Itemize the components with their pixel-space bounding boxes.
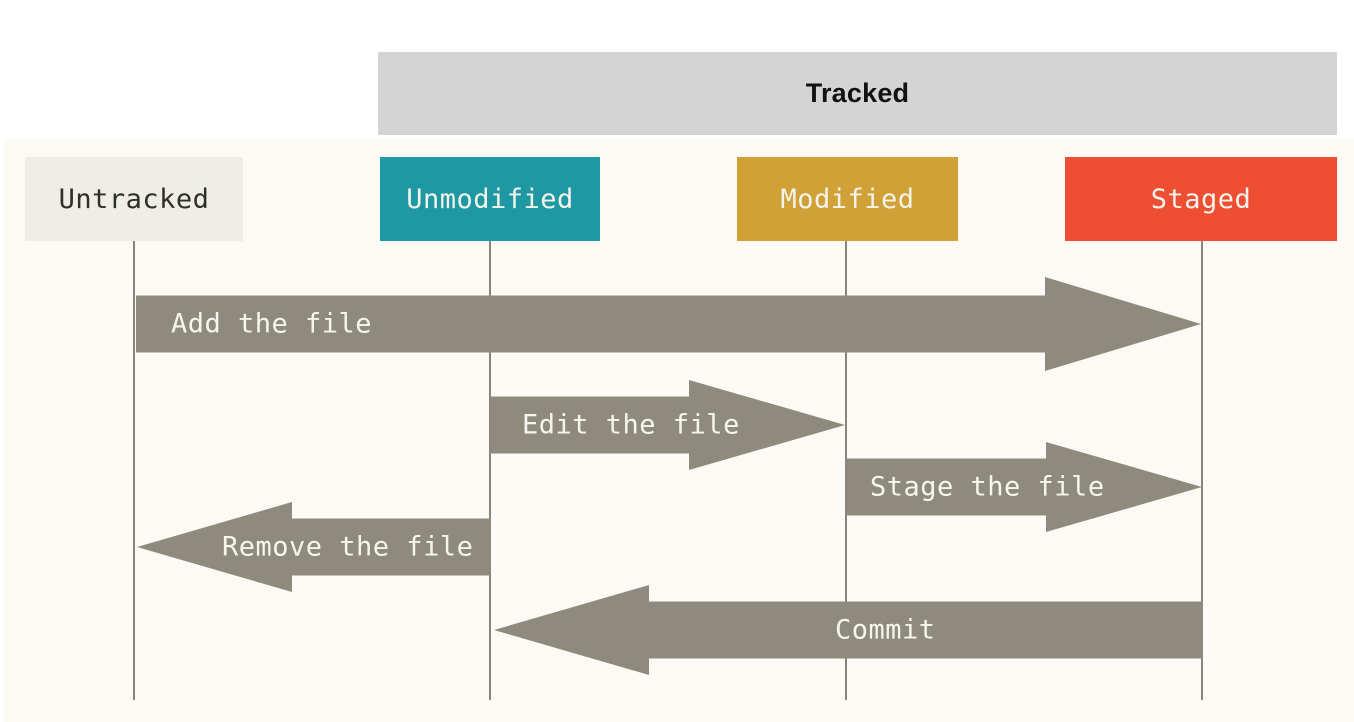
arrow-label: Stage the file: [870, 471, 1105, 503]
lifeline-staged: [1201, 241, 1203, 700]
arrow-shaft: [136, 295, 1046, 353]
arrow-label: Edit the file: [522, 409, 740, 441]
transition-arrow-stage-file: Stage the file: [847, 442, 1202, 532]
arrow-shaft: [648, 601, 1203, 659]
state-box-untracked: Untracked: [25, 157, 243, 241]
arrow-label: Add the file: [171, 308, 373, 340]
arrow-head-left-icon: [137, 502, 292, 592]
transition-arrow-commit: Commit: [494, 585, 1203, 675]
lifeline-unmodified: [489, 241, 491, 700]
arrow-label: Remove the file: [222, 531, 474, 563]
arrow-shaft: [291, 518, 491, 576]
lifeline-untracked: [133, 241, 135, 700]
transition-arrow-edit-file: Edit the file: [491, 380, 845, 470]
arrow-head-right-icon: [689, 380, 845, 470]
lifeline-modified: [845, 241, 847, 700]
state-box-unmodified: Unmodified: [380, 157, 600, 241]
arrow-head-left-icon: [494, 585, 649, 675]
state-box-modified: Modified: [737, 157, 958, 241]
transition-arrow-add-file: Add the file: [136, 277, 1201, 371]
arrow-label: Commit: [835, 614, 936, 646]
tracked-group-label: Tracked: [805, 78, 910, 108]
arrow-shaft: [847, 458, 1047, 516]
arrow-head-right-icon: [1046, 442, 1202, 532]
arrow-shaft: [491, 396, 690, 454]
arrow-head-right-icon: [1045, 277, 1201, 371]
state-box-staged: Staged: [1065, 157, 1337, 241]
transition-arrow-remove-file: Remove the file: [137, 502, 491, 592]
tracked-group-header: Tracked: [378, 52, 1337, 135]
